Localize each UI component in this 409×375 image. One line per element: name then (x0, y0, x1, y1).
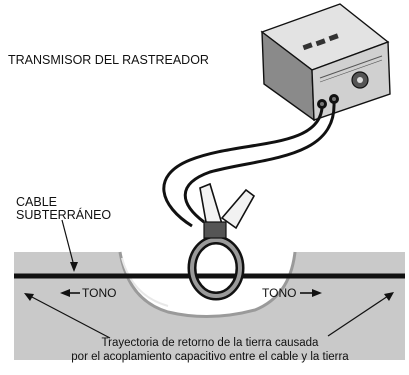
tono-right-label: TONO (262, 286, 296, 300)
tono-left-label: TONO (82, 286, 116, 300)
return-path-right-arrow (327, 292, 394, 337)
tono-left-arrow (60, 289, 80, 297)
cable-label-line1: CABLE (16, 195, 57, 209)
cable-pointer-head (70, 262, 78, 272)
caption-line1: Trayectoria de retorno de la tierra caus… (102, 337, 320, 349)
cable-label-line2: SUBTERRÁNEO (16, 207, 111, 222)
tono-right-arrow (300, 289, 322, 297)
ground-soil (14, 251, 405, 360)
clamp-icon (187, 182, 256, 301)
caption-line2: por el acoplamiento capacitivo entre el … (71, 351, 349, 363)
return-path-left-arrow (24, 293, 111, 339)
test-leads-icon (162, 102, 336, 228)
transmitter-title: TRANSMISOR DEL RASTREADOR (8, 53, 209, 67)
cable-pointer (61, 219, 75, 267)
transmitter-box-icon (260, 3, 391, 122)
